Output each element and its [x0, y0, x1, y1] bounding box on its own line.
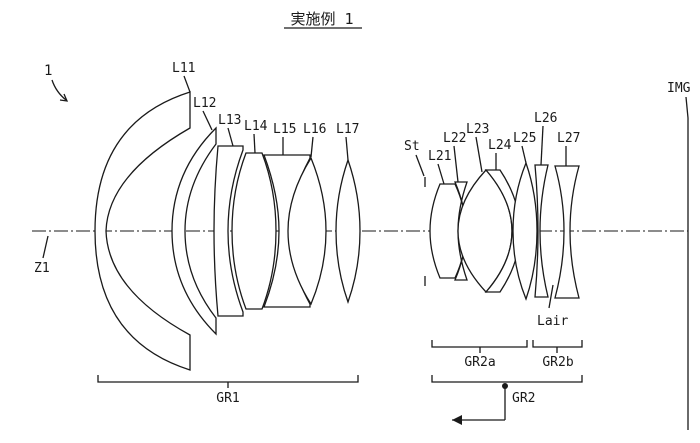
gr1-bracket: [97, 375, 359, 383]
label-l22: L22: [443, 131, 466, 146]
figure-title: 実施例 1: [290, 10, 353, 28]
gr2a-label: GR2a: [464, 355, 495, 370]
gr2a-bracket: [431, 340, 528, 348]
label-l14: L14: [244, 119, 268, 134]
label-l17: L17: [336, 122, 359, 137]
image-plane-label: IMG: [667, 81, 691, 96]
leader-l23: [475, 136, 483, 173]
leader-l25: [521, 145, 527, 164]
leader-l16: [310, 136, 314, 158]
leader-l22: [453, 145, 459, 183]
label-l15: L15: [273, 122, 296, 137]
leader-l13: [227, 127, 234, 147]
label-l21: L21: [428, 149, 451, 164]
lens-l11: [94, 91, 191, 371]
leader-l11: [183, 75, 191, 93]
label-l27: L27: [557, 131, 580, 146]
air-lens-label: Lair: [537, 314, 568, 329]
reference-number: 1: [44, 63, 52, 79]
reference-arrow-icon: [51, 79, 67, 101]
leader-l14: [253, 133, 256, 154]
lens-l26: [534, 164, 549, 298]
gr2b-label: GR2b: [542, 355, 573, 370]
leader-l26: [540, 125, 544, 166]
lens-l13: [213, 145, 244, 317]
lens-l16: [287, 156, 327, 306]
lens-l14: [231, 152, 277, 310]
label-l23: L23: [466, 122, 489, 137]
label-l16: L16: [303, 122, 326, 137]
stop-label: St: [404, 139, 420, 154]
air-lens-leader: [548, 284, 554, 309]
leader-l21: [437, 163, 445, 185]
leader-l17: [345, 136, 349, 161]
lens-labels: L11 L12 L13 L14 L15 L16 L17 L21 L22 L23 …: [172, 61, 580, 185]
gr1-label: GR1: [216, 391, 239, 406]
gr2-bracket: [431, 375, 583, 383]
lens-l25: [512, 161, 538, 301]
label-l25: L25: [513, 131, 536, 146]
arrow-left-icon: [452, 415, 462, 425]
axis-label: Z1: [34, 261, 50, 276]
leader-l12: [202, 110, 213, 131]
label-l13: L13: [218, 113, 241, 128]
image-plane-leader: [685, 96, 689, 119]
reference-arrowhead-icon: [59, 93, 69, 102]
label-l12: L12: [193, 96, 216, 111]
lens-l12: [171, 126, 217, 336]
axis-label-leader: [42, 235, 49, 259]
gr2-label: GR2: [512, 391, 535, 406]
stop-label-leader: [415, 154, 425, 177]
label-l26: L26: [534, 111, 557, 126]
lens-l27: [554, 165, 580, 299]
label-l24: L24: [488, 138, 512, 153]
lens-l17: [335, 157, 361, 304]
label-l11: L11: [172, 61, 195, 76]
gr2b-bracket: [532, 340, 583, 348]
